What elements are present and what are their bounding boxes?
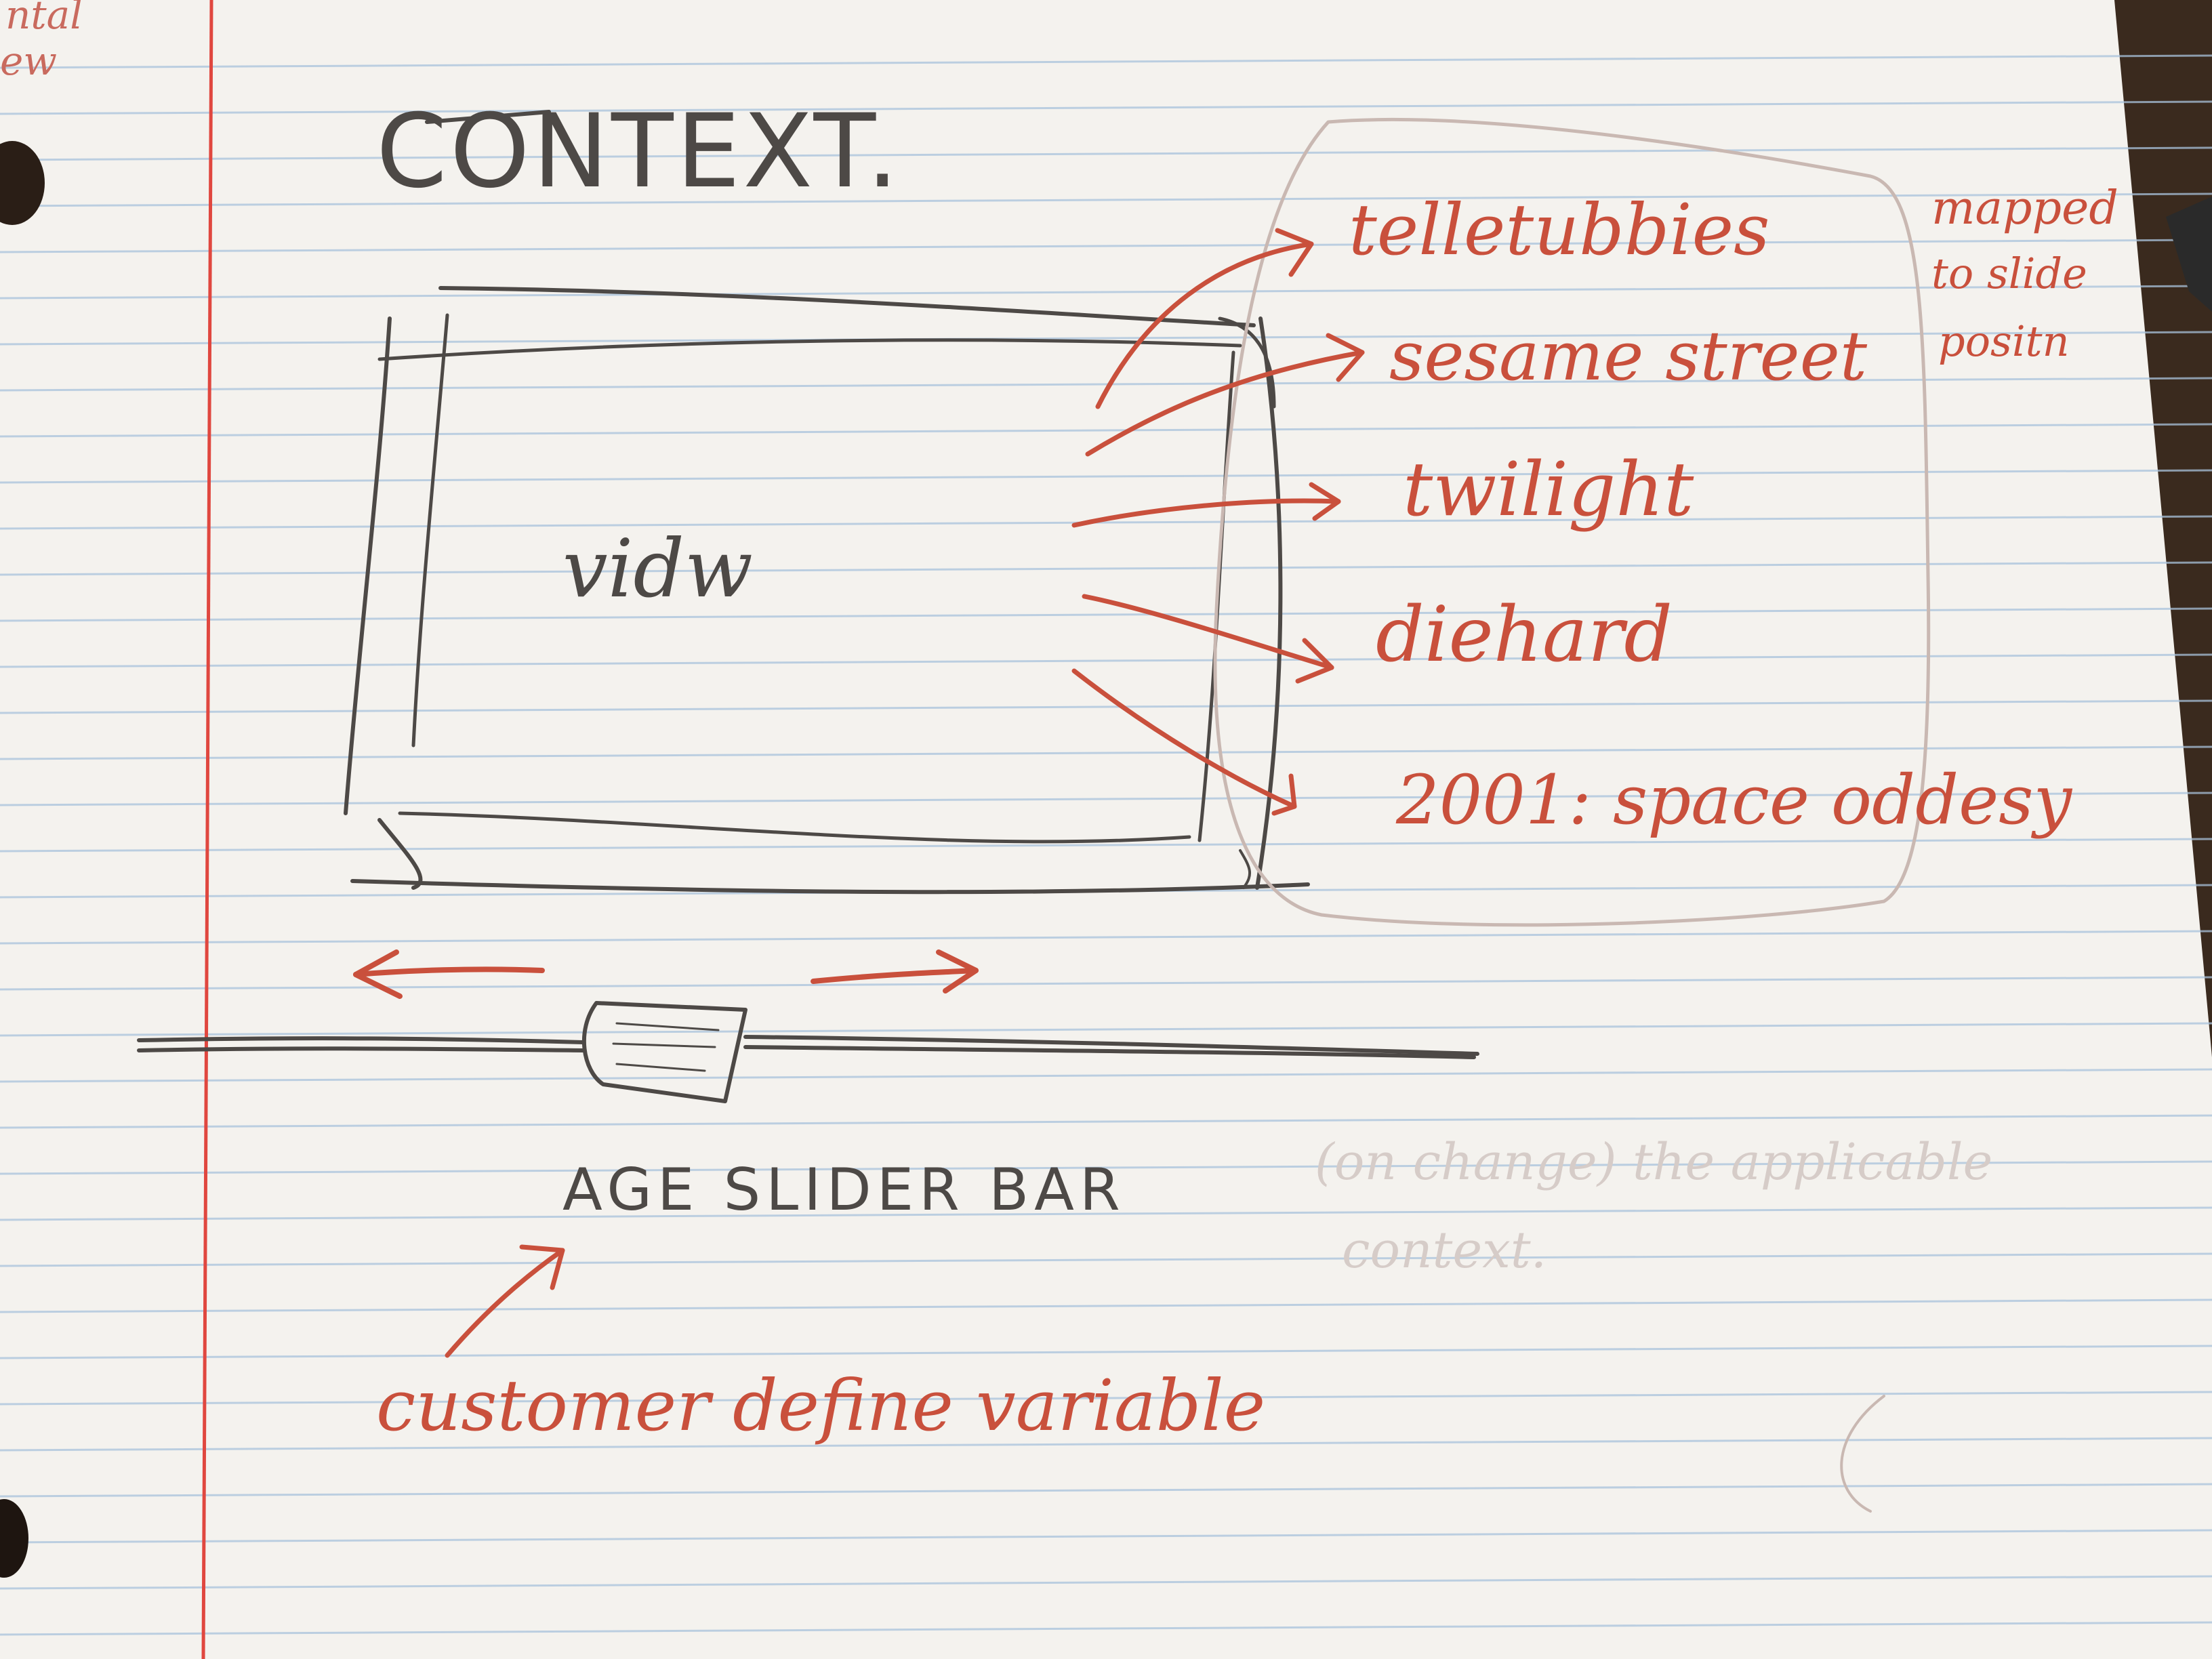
margin-scribble: ntal [5,0,83,38]
annotation-arrow [445,1248,565,1358]
rule-line [0,1345,2212,1359]
rule-line [0,1298,2212,1313]
context-group-outline [1213,118,1931,927]
rule-line [0,792,2212,806]
annotation-arrowhead [519,1244,565,1290]
rule-line [0,653,2212,668]
video-frame [344,286,1310,895]
context-arrows [1071,228,1365,816]
rule-line [0,607,2212,622]
context-item-2001-space-oddesy: 2001: space oddesy [1395,760,2073,840]
rule-line [0,1022,2212,1037]
ruled-lines [0,54,2212,1636]
rule-line [0,285,2212,300]
faint-note-line: context. [1342,1221,1547,1279]
rule-line [0,1068,2212,1083]
context-item-telletubbies: telletubbies [1349,188,1770,271]
rule-line [0,1252,2212,1267]
rule-line [0,377,2212,392]
rule-line [0,423,2212,438]
rule-line [0,469,2212,484]
rule-line [0,976,2212,991]
binder-hole [0,1499,28,1578]
rule-line [0,54,2212,69]
rule-line [0,745,2212,760]
rule-line [0,1529,2212,1544]
rule-line [0,930,2212,945]
rule-line [0,146,2212,161]
rule-line [0,699,2212,714]
rule-line [0,100,2212,115]
context-item-twilight: twilight [1403,446,1694,533]
rule-line [0,1391,2212,1406]
rule-line [0,1114,2212,1129]
margin-scribble: ew [0,38,57,84]
slider-label: AGE SLIDER BAR [562,1156,1126,1224]
annotation-text: customer define variable [376,1364,1265,1447]
rule-line [0,1621,2212,1636]
rule-line [0,1206,2212,1221]
rule-line [0,239,2212,253]
pen [2166,197,2212,312]
context-item-sesame-street: sesame street [1389,316,1868,396]
side-note-line: to slide [1931,249,2087,298]
faint-note-line: (on change) the applicable [1315,1133,1992,1191]
video-label: vidw [562,522,753,615]
title-stroke [425,110,551,124]
faint-mark [1840,1395,1885,1513]
margin-line [201,0,213,1659]
rule-line [0,1160,2212,1175]
rule-line [0,1437,2212,1452]
sketch-title: CONTEXT. [376,93,901,211]
side-note-line: mapped [1931,182,2118,235]
slider-direction-arrows [353,949,979,999]
binder-hole [0,141,45,225]
side-note-line: positn [1938,316,2070,366]
context-item-diehard: diehard [1376,591,1673,679]
age-slider-sketch [137,1001,1479,1103]
rule-line [0,1575,2212,1590]
rule-line [0,1483,2212,1498]
rule-line [0,331,2212,346]
rule-line [0,515,2212,530]
rule-line [0,192,2212,207]
slider-thumb-sketch [581,1001,747,1103]
rule-line [0,838,2212,853]
